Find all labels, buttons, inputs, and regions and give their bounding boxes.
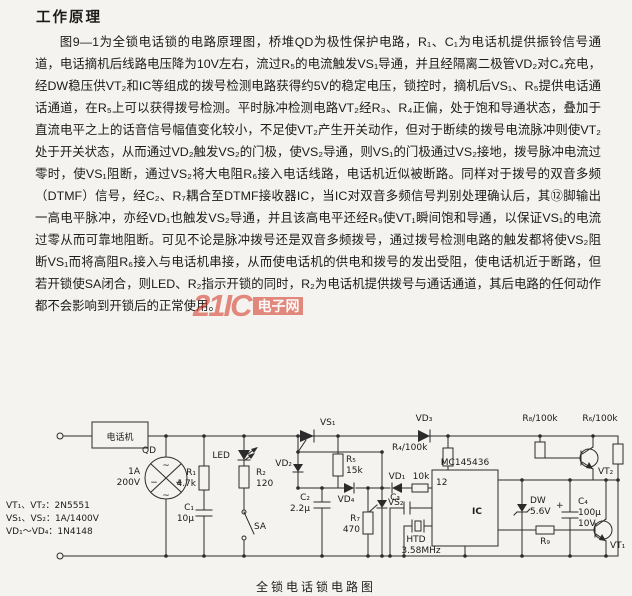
capacitor-c3: [403, 501, 411, 515]
htd-label: HTD: [406, 535, 425, 545]
capacitor-c1: [195, 509, 213, 517]
body-paragraph: 图9—1为全锁电话锁的电路原理图，桥堆QD为极性保护电路，R₁、C₁为电话机提供…: [35, 35, 601, 313]
switch-lever: [243, 511, 255, 535]
legend-vs: VS₁、VS₂：1A/1400V: [6, 514, 100, 524]
c4-label: C₄: [578, 497, 588, 507]
ic-box: [431, 469, 499, 547]
c4-voltage: 10V: [578, 519, 596, 529]
resistor-r5: [332, 453, 344, 477]
c4-plus-mark: +: [556, 501, 564, 511]
line-terminal-top: [56, 432, 64, 440]
vt1-label: VT₁: [610, 541, 626, 551]
r2-value: 120: [256, 479, 273, 489]
legend-vd: VD₁～VD₄：1N4148: [6, 527, 93, 537]
resistor-r4: [442, 447, 454, 467]
ic-label: IC: [472, 507, 482, 517]
diode-vd4: [344, 483, 354, 493]
r1-value: 4.7k: [176, 479, 196, 489]
vt2-emitter-arrow: [586, 462, 593, 469]
switch-contact-bottom: [241, 535, 247, 541]
qd-voltage-label: 200V: [117, 478, 141, 488]
qd-label: QD: [142, 446, 156, 456]
line-terminal-bottom: [56, 552, 64, 560]
resistor-r1: [198, 465, 210, 491]
capacitor-c2: [313, 501, 331, 509]
diode-vd1: [392, 483, 402, 493]
legend-vt: VT₁、VT₂：2N5551: [6, 501, 90, 511]
led-diode: [238, 450, 250, 460]
telephone-label: 电话机: [106, 431, 133, 443]
schematic-svg: 电话机 ~ ~ − + QD 1A 200V R₁ 4.7k C₁ 10μ LE…: [6, 414, 626, 560]
r9-label: R₉: [540, 537, 550, 547]
vt1-emitter-arrow: [599, 534, 606, 541]
diode-vd3: [418, 430, 430, 442]
vd1-label: VD₁: [389, 472, 406, 482]
led-arrow2: [248, 453, 255, 459]
c4-value: 100μ: [578, 508, 601, 518]
vd2-label: VD₂: [275, 459, 292, 469]
thyristor-vs2: [377, 500, 387, 508]
r4-label: R₄/100k: [392, 443, 428, 453]
c1-value: 10μ: [177, 514, 194, 524]
resistor-r9: [535, 525, 555, 535]
resistor-10k: [411, 483, 429, 493]
ic-pin12-label: 12: [436, 478, 447, 488]
c2-label: C₂: [300, 493, 310, 503]
sa-label: SA: [254, 522, 267, 532]
resistor-r7: [362, 511, 374, 535]
dw-bar: [513, 508, 531, 516]
resistor-r6: [612, 443, 624, 465]
circuit-diagram: 电话机 ~ ~ − + QD 1A 200V R₁ 4.7k C₁ 10μ LE…: [0, 408, 632, 576]
capacitor-c4: [561, 511, 579, 519]
crystal-plates: [411, 519, 425, 533]
vd3-label: VD₃: [416, 414, 433, 424]
ic-part-label: MC145436: [441, 458, 490, 468]
c2-value: 2.2μ: [290, 504, 310, 514]
led-arrow1: [251, 447, 258, 453]
bridge-minus: −: [150, 478, 158, 488]
vs2-label: VS₂: [388, 498, 404, 508]
r2-label: R₂: [256, 468, 266, 478]
diode-vd2: [293, 464, 303, 472]
bridge-ac-top: ~: [162, 461, 170, 471]
r1-label: R₁: [186, 468, 196, 478]
qd-current-label: 1A: [128, 467, 141, 477]
c3-label: C₃: [390, 493, 400, 503]
section-title: 工作原理: [36, 10, 102, 26]
thyristor-vs1: [300, 430, 314, 442]
junction-dots: [164, 434, 620, 558]
bridge-cross: [150, 463, 182, 493]
r7-label: R₇: [350, 514, 360, 524]
r7-value: 470: [343, 525, 360, 535]
r8-label: R₈/100k: [522, 414, 558, 424]
dw-value: 5.6V: [530, 507, 551, 517]
xtal-freq-label: 3.58MHz: [401, 546, 441, 556]
zener-dw: [517, 504, 527, 512]
bridge-ac-bottom: ~: [162, 491, 170, 501]
r6-label: R₆/100k: [582, 414, 618, 424]
figure-caption: 全锁电话锁电路图: [255, 580, 376, 594]
dw-label: DW: [530, 496, 546, 506]
resistor-r8: [534, 441, 546, 459]
c1-label: C₁: [184, 503, 194, 513]
telephone-box: [91, 421, 149, 449]
r5-label: R₅: [346, 455, 356, 465]
led-label: LED: [212, 451, 230, 461]
r10k-label: 10k: [413, 472, 430, 482]
vt2-label: VT₂: [598, 467, 614, 477]
vs1-label: VS₁: [320, 418, 336, 428]
vd4-label: VD₄: [338, 495, 355, 505]
crystal-htd: [414, 520, 422, 532]
bridge-plus: +: [175, 478, 183, 488]
resistor-r2: [238, 465, 250, 489]
r5-value: 15k: [346, 466, 363, 476]
